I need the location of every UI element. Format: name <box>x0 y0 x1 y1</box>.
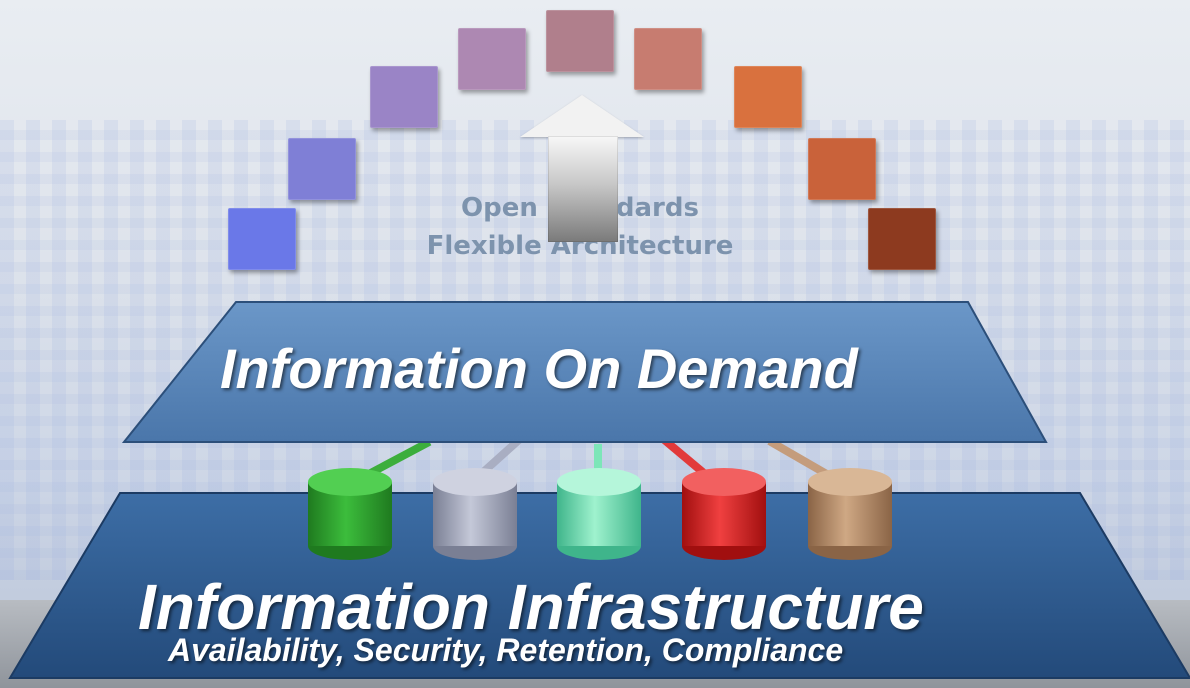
red-db-icon <box>682 468 766 560</box>
arch-block-4 <box>458 28 526 90</box>
arch-block-9 <box>868 208 936 270</box>
arch-block-6 <box>634 28 702 90</box>
arch-text-line1: Open dards <box>340 193 820 223</box>
arch-block-5 <box>546 10 614 72</box>
up-arrow-shaft-icon <box>548 136 618 242</box>
arch-block-7 <box>734 66 802 128</box>
bottom-layer-subtitle: Availability, Security, Retention, Compl… <box>168 632 844 668</box>
arch-text-open: Open <box>461 193 538 223</box>
arch-block-1 <box>228 208 296 270</box>
up-arrow-head-icon <box>520 95 644 137</box>
information-on-demand-platform <box>0 298 1190 450</box>
green-db-icon <box>308 468 392 560</box>
arch-block-3 <box>370 66 438 128</box>
tan-db-icon <box>808 468 892 560</box>
arch-text-standards: dards <box>615 193 699 223</box>
gray-db-icon <box>433 468 517 560</box>
bottom-layer-title: Information Infrastructure <box>138 571 924 643</box>
arch-block-8 <box>808 138 876 200</box>
mint-db-icon <box>557 468 641 560</box>
arch-block-2 <box>288 138 356 200</box>
middle-layer-title: Information On Demand <box>220 337 858 400</box>
